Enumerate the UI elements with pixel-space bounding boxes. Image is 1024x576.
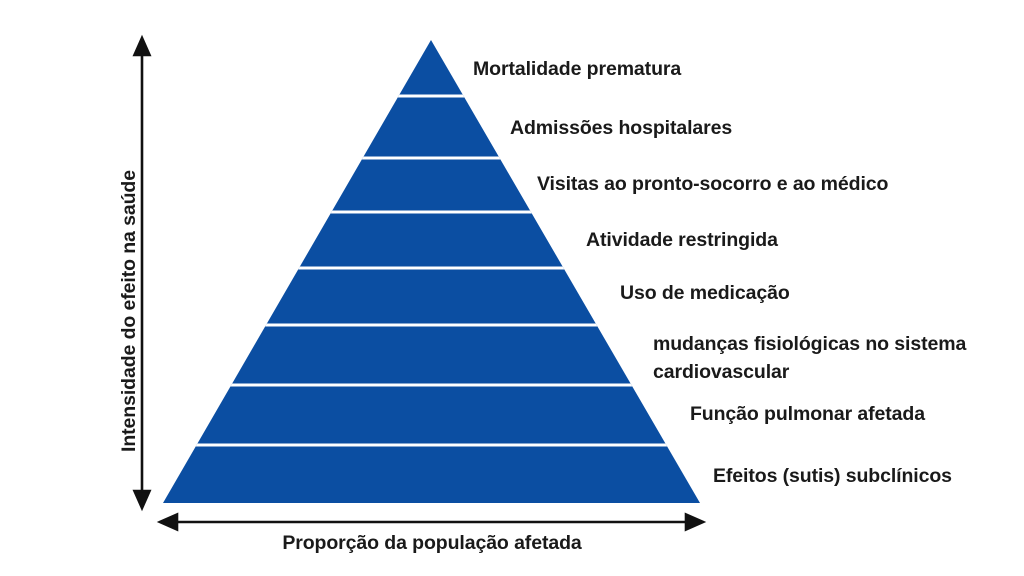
y-axis-arrow	[132, 34, 152, 512]
arrow-head-down-icon	[132, 489, 152, 512]
x-axis-label: Proporção da população afetada	[282, 532, 582, 554]
pyramid-level-label-8: Efeitos (sutis) subclínicos	[713, 465, 952, 487]
pyramid-body	[163, 40, 700, 503]
pyramid-level-label-2: Admissões hospitalares	[510, 117, 733, 139]
arrow-head-up-icon	[132, 34, 152, 57]
pyramid-level-label-1: Mortalidade prematura	[473, 58, 682, 80]
pyramid-level-label-3: Visitas ao pronto-socorro e ao médico	[537, 173, 889, 195]
pyramid-level-label-5: Uso de medicação	[620, 282, 790, 304]
y-axis-label: Intensidade do efeito na saúde	[118, 170, 140, 452]
pyramid-level-label-4: Atividade restringida	[586, 229, 778, 251]
x-axis-arrow	[156, 512, 707, 532]
arrow-head-left-icon	[156, 512, 179, 532]
pyramid-level-label-6: mudanças fisiológicas no sistema cardiov…	[653, 333, 967, 383]
arrow-head-right-icon	[684, 512, 707, 532]
pyramid-level-label-7: Função pulmonar afetada	[690, 403, 925, 425]
